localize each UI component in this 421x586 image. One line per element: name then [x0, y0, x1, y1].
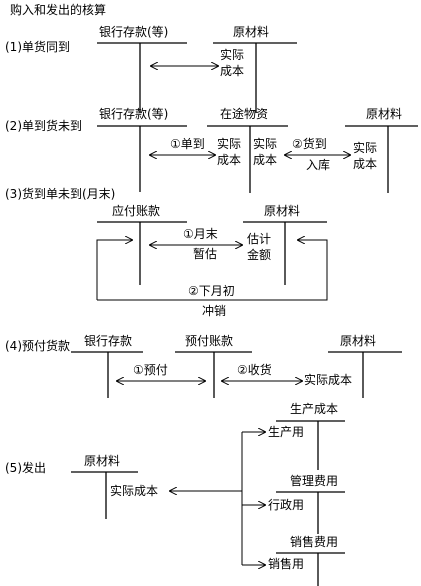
s2-cost-a-line2: 成本 — [217, 153, 241, 167]
s2-step2-line2: 入库 — [306, 157, 330, 172]
s1-account-raw: 原材料 — [233, 25, 269, 39]
s2-cost-c-line2: 成本 — [353, 157, 377, 171]
s4-account-prepaid: 预付账款 — [185, 334, 233, 348]
s2-cost-c-line1: 实际 — [353, 140, 377, 155]
s4-step1-label: ①预付 — [133, 363, 168, 377]
s5-use-prod: 生产用 — [268, 425, 304, 439]
s2-account-raw: 原材料 — [366, 107, 402, 121]
s1-cost-line1: 实际 — [220, 47, 244, 62]
s3-est-line2: 金额 — [247, 247, 271, 262]
diagram-title: 购入和发出的核算 — [10, 2, 106, 17]
section-2-label: (2)单到货未到 — [5, 118, 82, 133]
s3-step1-line2: 暂估 — [193, 247, 217, 261]
s4-cost-label: 实际成本 — [304, 372, 352, 387]
s2-cost-b-line1: 实际 — [253, 136, 277, 151]
section-5-label: (5)发出 — [5, 460, 46, 475]
s3-account-payable: 应付账款 — [112, 203, 160, 218]
s5-use-admin: 行政用 — [268, 498, 304, 512]
s5-use-sales: 销售用 — [268, 556, 304, 571]
s3-est-line1: 估计 — [247, 232, 271, 246]
s5-account-sales: 销售费用 — [290, 534, 338, 549]
s5-cost-label: 实际成本 — [110, 483, 158, 498]
s3-account-raw: 原材料 — [264, 204, 300, 218]
s3-reverse-label: 冲销 — [202, 303, 226, 318]
s3-reverse-left-arm — [96, 240, 132, 300]
s1-cost-line2: 成本 — [220, 64, 244, 78]
s1-account-bank: 银行存款(等) — [99, 25, 168, 39]
section-3-label: (3)货到单未到(月末) — [5, 186, 115, 201]
s2-cost-b-line2: 成本 — [253, 153, 277, 167]
s2-cost-a-line1: 实际 — [217, 136, 241, 151]
s5-account-raw: 原材料 — [84, 454, 120, 468]
s4-account-raw: 原材料 — [340, 334, 376, 348]
s2-step1-label: ①单到 — [170, 137, 205, 151]
s4-account-bank: 银行存款 — [84, 334, 132, 348]
s3-step2-label: ②下月初 — [188, 284, 235, 298]
s2-step2-line1: ②货到 — [292, 136, 327, 151]
section-4-label: (4)预付货款 — [5, 338, 70, 353]
s2-account-bank: 银行存款(等) — [99, 107, 168, 121]
s4-step2-label: ②收货 — [237, 362, 272, 377]
section-1-label: (1)单货同到 — [5, 39, 70, 54]
s3-step1-line1: ①月末 — [183, 227, 218, 241]
s5-account-admin: 管理费用 — [290, 473, 338, 488]
s3-reverse-right-arm — [97, 240, 328, 301]
s2-account-transit: 在途物资 — [220, 106, 268, 121]
s5-account-prod: 生产成本 — [290, 402, 338, 416]
